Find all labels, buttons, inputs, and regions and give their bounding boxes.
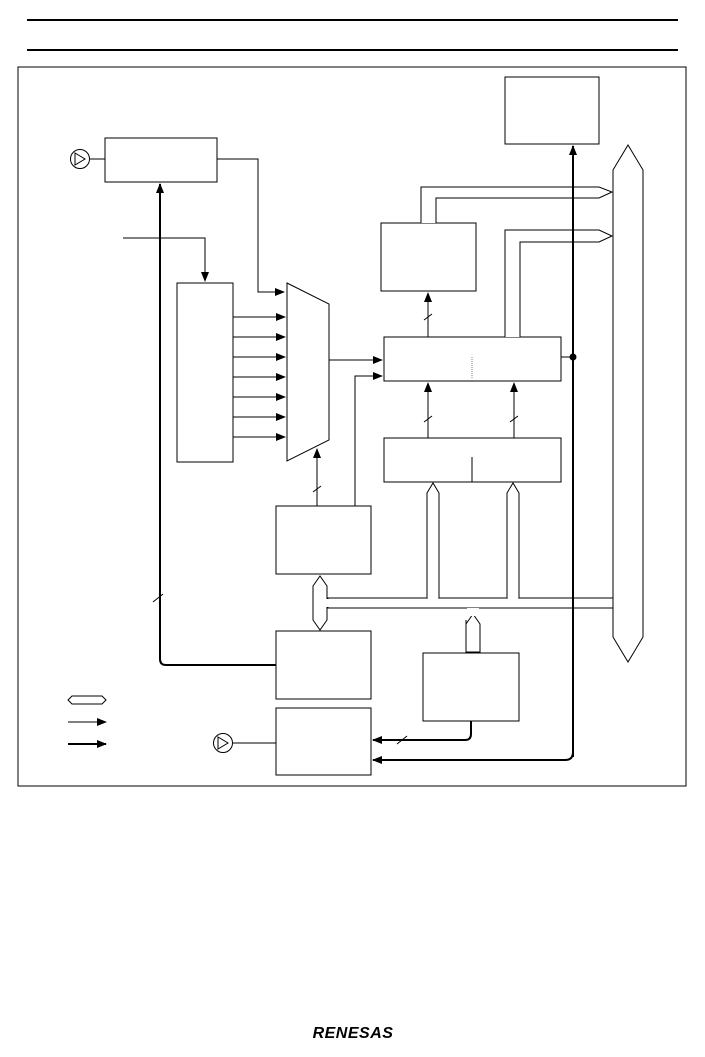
signal-line (217, 158, 285, 296)
header-rule-bottom (27, 49, 678, 51)
multiplexer (286, 282, 330, 462)
input-pin-icon (70, 149, 105, 169)
output-pin-icon (213, 733, 276, 753)
block-left-tall (176, 282, 234, 463)
block-bottom (275, 707, 372, 776)
block-lower-left (275, 630, 372, 700)
parallel-arrows (233, 313, 286, 441)
block-top-left (104, 137, 218, 183)
legend (67, 695, 107, 748)
block-middle-left (275, 505, 372, 575)
header-rule-top (27, 19, 678, 21)
signal-line (123, 237, 209, 282)
logo-text: RENESAS (313, 1025, 394, 1042)
bus-outline-icon (67, 695, 107, 705)
internal-bus (420, 186, 614, 223)
main-bus (612, 144, 644, 663)
block-lower-right (422, 652, 520, 722)
block-upper-middle (380, 222, 477, 292)
renesas-logo: RENESAS (313, 1025, 394, 1042)
internal-bus (504, 229, 614, 337)
horizontal-bus (327, 597, 613, 609)
register-middle (383, 336, 562, 382)
data-line (156, 183, 276, 666)
diagram-frame (17, 66, 687, 787)
block-top-right (504, 76, 600, 145)
